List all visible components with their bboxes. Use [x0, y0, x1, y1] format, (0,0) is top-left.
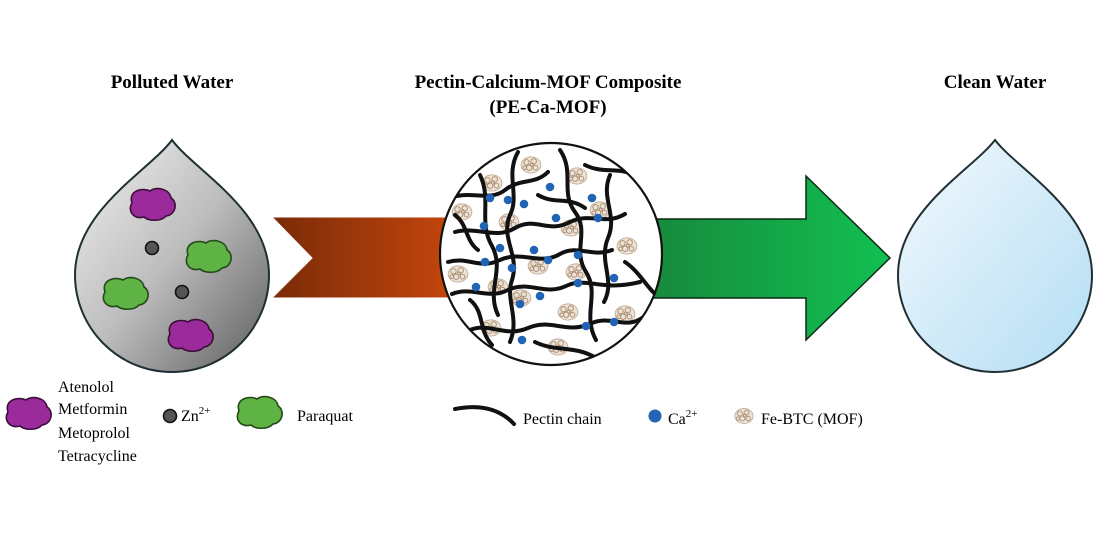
- calcium-ion: [480, 257, 490, 267]
- calcium-ion: [507, 263, 517, 273]
- legend-atenolol: Atenolol: [58, 379, 115, 396]
- legend-pectin: Pectin chain: [523, 411, 602, 428]
- calcium-ion: [479, 221, 489, 231]
- mof-particle: [614, 305, 636, 323]
- pectin-chain: [536, 193, 587, 210]
- zinc-ion: [144, 240, 160, 256]
- mof-particle: [616, 237, 638, 255]
- mof-legend-icon: [734, 408, 754, 424]
- mof-particle: [520, 156, 542, 174]
- pectin-chain: [446, 248, 614, 266]
- zinc-legend-icon: [162, 408, 178, 424]
- calcium-ion: [519, 199, 529, 209]
- calcium-ion: [529, 245, 539, 255]
- legend-tetracycline: Tetracycline: [58, 448, 137, 465]
- calcium-ion: [551, 213, 561, 223]
- legend: Atenolol Metformin Metoprolol Tetracycli…: [5, 379, 863, 465]
- pectin-legend-icon: [453, 405, 516, 426]
- pectin-chain: [602, 173, 614, 304]
- legend-metoprolol: Metoprolol: [58, 425, 131, 442]
- polluted-water-droplet: [73, 138, 271, 374]
- calcium-ion: [543, 255, 553, 265]
- pollutant-legend-icon: [5, 396, 52, 431]
- composite-subtitle: (PE-Ca-MOF): [489, 97, 606, 118]
- mof-particle: [566, 167, 588, 185]
- clean-water-droplet: [896, 138, 1094, 374]
- legend-mof: Fe-BTC (MOF): [761, 411, 863, 428]
- pectin-chain: [478, 173, 500, 317]
- pectin-chain: [450, 280, 642, 296]
- mof-particle: [447, 265, 469, 283]
- calcium-ion: [573, 278, 583, 288]
- paraquat-legend-icon: [236, 395, 283, 430]
- calcium-ion: [535, 291, 545, 301]
- calcium-ion: [517, 335, 527, 345]
- calcium-ion: [471, 282, 481, 292]
- legend-metformin: Metformin: [58, 401, 127, 418]
- calcium-ion: [609, 317, 619, 327]
- pollutant-blob: [167, 318, 214, 353]
- calcium-ion: [593, 213, 603, 223]
- calcium-ion: [503, 195, 513, 205]
- polluted-water-title: Polluted Water: [111, 72, 234, 93]
- mof-particle: [557, 303, 579, 321]
- legend-calcium: Ca2+: [668, 408, 698, 428]
- paraquat-blob: [185, 239, 232, 274]
- input-arrow: [270, 216, 451, 299]
- zinc-ion: [174, 284, 190, 300]
- pectin-chain: [533, 340, 598, 360]
- calcium-ion: [545, 182, 555, 192]
- calcium-ion: [581, 321, 591, 331]
- clean-water-title: Clean Water: [944, 72, 1047, 93]
- calcium-ion: [587, 193, 597, 203]
- pectin-chain: [558, 148, 598, 342]
- paraquat-blob: [102, 276, 149, 311]
- calcium-ion: [515, 299, 525, 309]
- calcium-ion: [495, 243, 505, 253]
- legend-zinc: Zn2+: [181, 405, 211, 425]
- legend-paraquat: Paraquat: [297, 408, 354, 425]
- pollutant-blob: [129, 187, 176, 222]
- pectin-chain: [453, 213, 480, 252]
- composite-circle: [438, 141, 664, 367]
- calcium-ion: [609, 273, 619, 283]
- pectin-chain: [505, 150, 520, 344]
- composite-title: Pectin-Calcium-MOF Composite: [415, 72, 682, 93]
- calcium-legend-icon: [648, 409, 662, 423]
- calcium-ion: [485, 193, 495, 203]
- pectin-chain: [468, 298, 494, 347]
- calcium-ion: [573, 250, 583, 260]
- pectin-chain: [448, 170, 550, 200]
- output-arrow: [651, 174, 892, 342]
